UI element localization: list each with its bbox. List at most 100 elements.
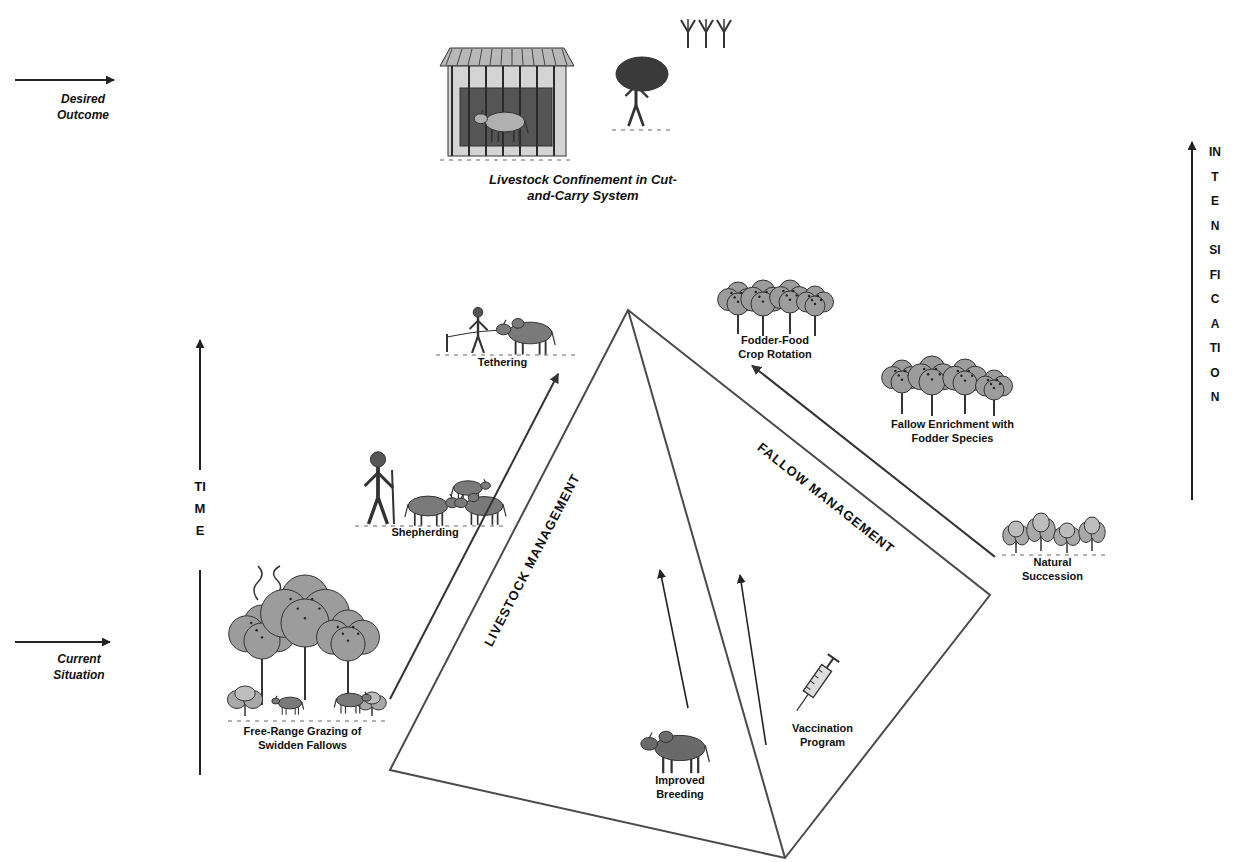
sketch-part — [468, 49, 472, 65]
sketch-part — [304, 617, 306, 619]
sketch-part — [463, 526, 467, 527]
sketch-part — [648, 130, 652, 131]
sketch-part — [681, 20, 688, 32]
sketch-part — [806, 687, 810, 690]
sketch-part — [797, 694, 808, 710]
sketch-part — [478, 336, 484, 353]
sketch-part — [372, 721, 376, 722]
sketch-part — [503, 160, 507, 161]
sketch-part — [723, 19, 725, 30]
sketch-part — [666, 130, 670, 131]
sketch-part — [1008, 521, 1023, 537]
axis-title: TIME — [194, 476, 207, 542]
sketch-part — [1047, 555, 1051, 556]
sketch-part — [999, 383, 1001, 385]
sketch-part — [517, 355, 521, 356]
stage-caption: Improved Breeding — [643, 774, 718, 802]
sketch-part — [334, 699, 336, 708]
time-arrow — [199, 340, 201, 470]
sketch-part — [235, 686, 255, 701]
stage-caption: Shepherding — [375, 526, 475, 540]
sketch-part — [311, 598, 313, 600]
sketch-part — [468, 66, 470, 156]
sketch-part — [960, 375, 962, 377]
sketch-part — [503, 504, 506, 517]
sketch-part — [473, 307, 483, 317]
sketch-part — [805, 296, 825, 316]
sketch-part — [463, 355, 467, 356]
sketch-part — [927, 373, 929, 375]
sketch-part — [758, 296, 760, 298]
sketch-part — [535, 355, 539, 356]
sketch-part — [477, 317, 479, 336]
sketch-part — [706, 20, 713, 32]
sketch-part — [562, 355, 566, 356]
sketch-part — [512, 319, 524, 329]
sketch-part — [811, 299, 813, 301]
sketch-part — [501, 49, 502, 65]
natural-succession-sketch — [1002, 513, 1105, 555]
axis-title: INTENSIFICATION — [1209, 140, 1221, 410]
sketch-part — [347, 639, 349, 641]
sketch-part — [485, 160, 489, 161]
illustrated-stage: Fallow Enrichment with Fodder Species — [880, 350, 1025, 450]
sketch-part — [810, 681, 814, 684]
shepherding-sketch — [355, 452, 506, 526]
sketch-part — [519, 66, 521, 156]
syringe-sketch — [791, 654, 839, 714]
sketch-part — [337, 693, 364, 707]
sketch-part — [987, 379, 989, 381]
axis-note: Desired Outcome — [52, 92, 114, 123]
sketch-part — [440, 160, 444, 161]
sketch-part — [499, 526, 503, 527]
sketch-part — [827, 658, 834, 668]
sketch-part — [468, 493, 479, 501]
sketch-part — [717, 20, 724, 32]
sketch-part — [479, 49, 482, 65]
sketch-part — [1029, 555, 1033, 556]
sketch-part — [494, 160, 498, 161]
sketch-part — [470, 321, 478, 329]
stage-caption: Fallow Enrichment with Fodder Species — [889, 418, 1017, 446]
sketch-part — [454, 355, 458, 356]
fodder-food-sketch — [718, 280, 834, 336]
sketch-part — [931, 378, 933, 380]
sketch-part — [440, 48, 574, 66]
sketch-part — [318, 607, 320, 609]
sketch-part — [818, 669, 822, 672]
sketch-part — [820, 299, 822, 301]
sketch-part — [526, 355, 530, 356]
sketch-part — [365, 692, 367, 695]
sketch-part — [363, 721, 367, 722]
sketch-part — [795, 294, 797, 296]
sketch-part — [355, 526, 359, 527]
pyramid-ridge — [628, 310, 785, 858]
vaccination-arrow — [740, 575, 766, 745]
sketch-part — [448, 66, 566, 156]
sketch-part — [502, 66, 504, 156]
sketch-part — [484, 479, 486, 482]
illustrated-stage: Vaccination Program — [770, 652, 875, 754]
sketch-part — [923, 368, 925, 370]
sketch-part — [544, 355, 548, 356]
sketch-part — [705, 19, 707, 30]
sketch-part — [1065, 555, 1069, 556]
sketch-part — [765, 291, 767, 293]
sketch-part — [993, 387, 995, 389]
sketch-part — [512, 49, 513, 65]
sketch-part — [996, 379, 998, 381]
sketch-part — [490, 355, 494, 356]
sketch-part — [705, 32, 707, 48]
sketch-part — [1038, 555, 1042, 556]
sketch-part — [791, 654, 839, 714]
stage-caption: Natural Succession — [1013, 556, 1093, 584]
sketch-part — [786, 294, 788, 296]
stage-caption: Livestock Confinement in Cut-and-Carry S… — [488, 172, 678, 205]
sketch-part — [309, 721, 313, 722]
sketch-part — [1059, 523, 1074, 538]
sketch-part — [365, 473, 378, 486]
sketch-part — [571, 355, 575, 356]
sketch-part — [723, 32, 725, 48]
sketch-part — [451, 66, 453, 156]
